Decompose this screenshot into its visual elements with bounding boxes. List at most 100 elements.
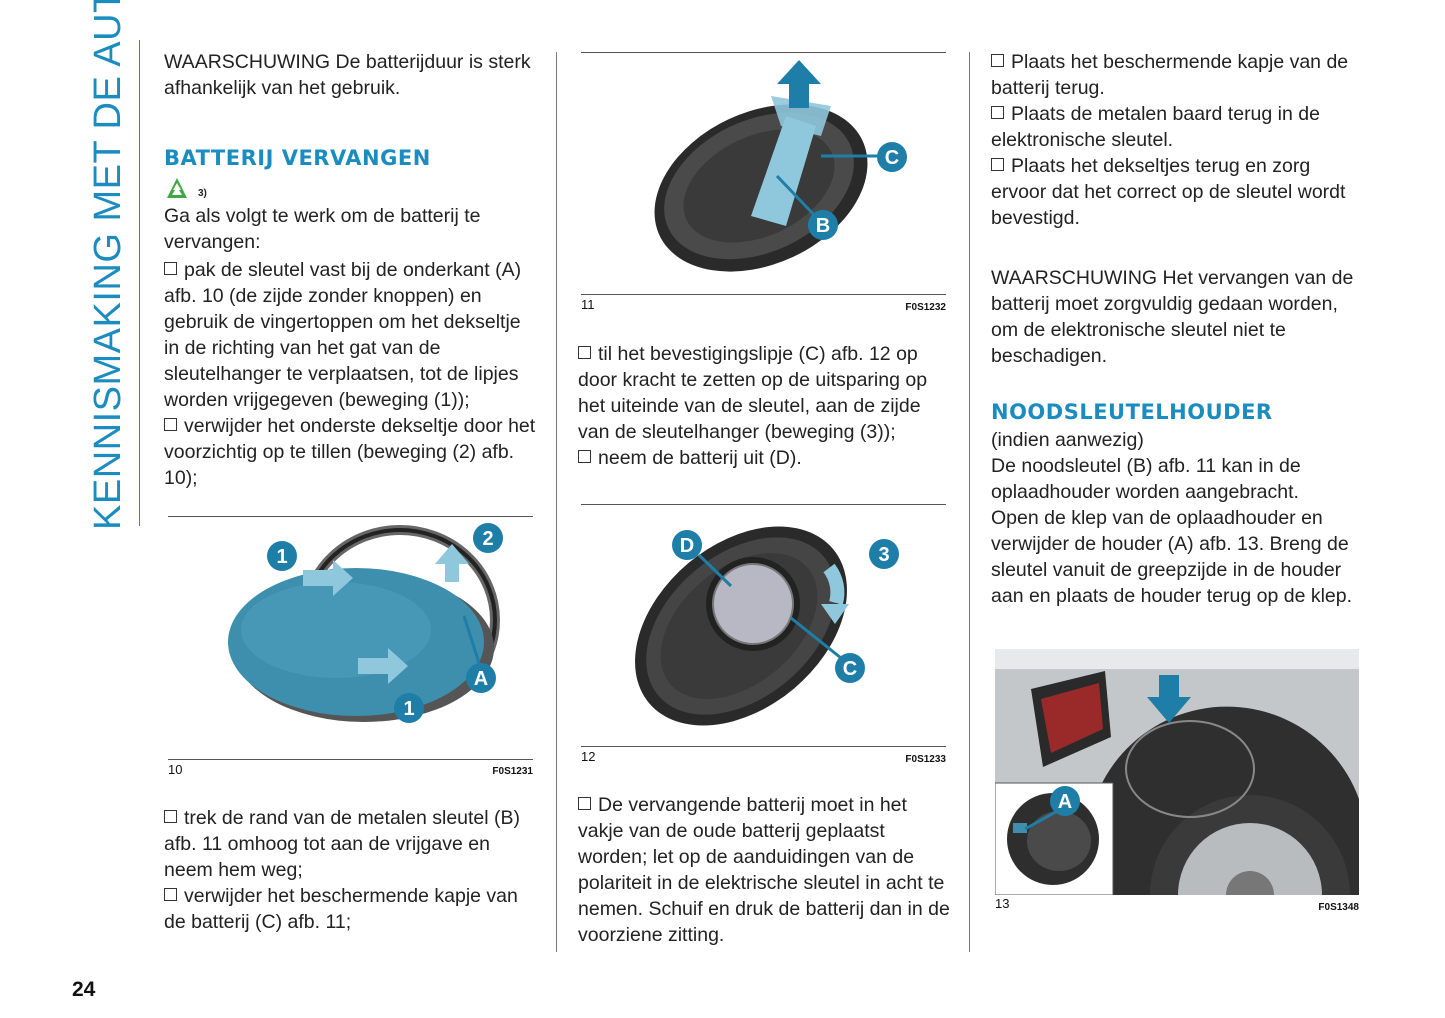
- step-text: verwijder het onderste dekseltje door he…: [164, 415, 536, 489]
- svg-text:A: A: [1058, 791, 1072, 813]
- key-battery-illustration: D 3 C: [635, 526, 899, 726]
- section-heading: BATTERIJ VERVANGEN: [164, 146, 431, 170]
- checkbox-bullet-icon: [991, 106, 1004, 119]
- arrow-up-icon: [777, 60, 821, 108]
- checkbox-bullet-icon: [578, 346, 591, 359]
- checkbox-bullet-icon: [164, 888, 177, 901]
- callout-2: 2: [473, 523, 503, 553]
- figure-number: 13: [995, 896, 1010, 911]
- checkbox-bullet-icon: [164, 418, 177, 431]
- callout-b: B: [808, 210, 838, 240]
- figure-code: F0S1348: [1318, 902, 1359, 913]
- callout-1-lower: 1: [394, 693, 424, 723]
- checkbox-bullet-icon: [164, 262, 177, 275]
- figure-code: F0S1232: [905, 302, 946, 313]
- arrow-right-icon: [303, 560, 353, 596]
- step-item: Plaats het dekseltjes terug en zorg ervo…: [991, 153, 1361, 231]
- note-ref-number: 3): [198, 188, 207, 199]
- figure-top-rule: [581, 504, 946, 505]
- warning-text: WAARSCHUWING Het vervangen van de batter…: [991, 267, 1354, 367]
- section-title-text: KENNISMAKING MET DE AUTO: [87, 0, 129, 530]
- figure-code: F0S1233: [905, 754, 946, 765]
- paragraph: Open de klep van de oplaadhouder en verw…: [991, 507, 1353, 607]
- svg-text:C: C: [885, 147, 899, 169]
- key-blade-illustration: C B: [654, 60, 907, 272]
- callout-a: A: [466, 663, 496, 693]
- figure-number: 11: [581, 297, 595, 312]
- figure-11: C B 11 F0S1232: [581, 52, 946, 318]
- section-rule: [139, 40, 140, 526]
- callout-1: 1: [267, 541, 297, 571]
- svg-text:C: C: [843, 658, 857, 680]
- callout-d: D: [672, 530, 702, 560]
- rotate-arrow-icon: [823, 563, 845, 605]
- svg-text:B: B: [816, 215, 830, 237]
- checkbox-bullet-icon: [164, 810, 177, 823]
- figure-bottom-rule: [581, 746, 946, 747]
- column-3: Plaats het beschermende kapje van de bat…: [991, 49, 1361, 609]
- heading-note: (indien aanwezig): [991, 429, 1144, 451]
- figure-top-rule: [168, 516, 533, 517]
- page-number: 24: [72, 978, 96, 1001]
- step-item: til het bevestigingslipje (C) afb. 12 op…: [578, 341, 953, 445]
- note-reference: 3): [164, 171, 539, 203]
- figure-bottom-rule: [581, 294, 946, 295]
- section-title: KENNISMAKING MET DE AUTO: [82, 0, 134, 530]
- step-item: De vervangende batterij moet in het vakj…: [578, 792, 953, 948]
- step-item: Plaats het beschermende kapje van de bat…: [991, 49, 1361, 101]
- step-item: verwijder het onderste dekseltje door he…: [164, 413, 539, 491]
- checkbox-bullet-icon: [991, 54, 1004, 67]
- callout-a: A: [1050, 786, 1080, 816]
- svg-text:2: 2: [482, 528, 493, 550]
- callout-c: C: [835, 653, 865, 683]
- step-item: pak de sleutel vast bij de onderkant (A)…: [164, 257, 539, 413]
- svg-text:1: 1: [403, 698, 414, 720]
- step-text: Plaats het beschermende kapje van de bat…: [991, 51, 1349, 99]
- figure-bottom-rule: [168, 759, 533, 760]
- checkbox-bullet-icon: [578, 450, 591, 463]
- svg-text:1: 1: [276, 546, 287, 568]
- svg-text:A: A: [474, 668, 488, 690]
- callout-3: 3: [869, 539, 899, 569]
- figure-code: F0S1231: [492, 766, 533, 777]
- step-text: neem de batterij uit (D).: [598, 447, 802, 469]
- column-divider: [969, 52, 970, 952]
- arrow-right-icon: [358, 648, 408, 684]
- step-item: neem de batterij uit (D).: [578, 445, 953, 471]
- figure-12: D 3 C 12 F0S1233: [581, 504, 946, 770]
- figure-top-rule: [581, 52, 946, 53]
- figure-number: 12: [581, 749, 596, 764]
- figure-13: A 13 F0S1348: [995, 649, 1359, 915]
- column-2-continued: De vervangende batterij moet in het vakj…: [578, 792, 953, 948]
- arrow-up-icon: [435, 544, 469, 582]
- step-text: De vervangende batterij moet in het vakj…: [578, 794, 950, 946]
- key-cover-illustration: 1 2 A 1: [228, 523, 503, 723]
- step-text: pak de sleutel vast bij de onderkant (A)…: [164, 259, 522, 411]
- column-1: WAARSCHUWING De batterijduur is sterk af…: [164, 49, 539, 491]
- column-1-continued: trek de rand van de metalen sleutel (B) …: [164, 805, 539, 935]
- step-text: trek de rand van de metalen sleutel (B) …: [164, 807, 521, 881]
- svg-text:3: 3: [878, 544, 889, 566]
- arrow-down-icon: [1147, 675, 1191, 723]
- step-item: trek de rand van de metalen sleutel (B) …: [164, 805, 539, 883]
- step-item: Plaats de metalen baard terug in de elek…: [991, 101, 1361, 153]
- step-text: verwijder het beschermende kapje van de …: [164, 885, 518, 933]
- callout-c: C: [877, 142, 907, 172]
- intro-text: Ga als volgt te werk om de batterij te v…: [164, 205, 481, 253]
- column-divider: [556, 52, 557, 952]
- car-charging-door-photo: A: [995, 649, 1359, 895]
- svg-text:D: D: [680, 535, 694, 557]
- step-text: Plaats de metalen baard terug in de elek…: [991, 103, 1320, 151]
- checkbox-bullet-icon: [578, 797, 591, 810]
- step-item: verwijder het beschermende kapje van de …: [164, 883, 539, 935]
- step-text: Plaats het dekseltjes terug en zorg ervo…: [991, 155, 1346, 229]
- column-2: til het bevestigingslipje (C) afb. 12 op…: [578, 341, 953, 471]
- paragraph: De noodsleutel (B) afb. 11 kan in de opl…: [991, 455, 1301, 503]
- figure-10: 1 2 A 1 10 F0S1231: [168, 516, 533, 782]
- checkbox-bullet-icon: [991, 158, 1004, 171]
- env-tree-icon: [167, 178, 187, 198]
- step-text: til het bevestigingslipje (C) afb. 12 op…: [578, 343, 928, 443]
- section-heading: NOODSLEUTELHOUDER: [991, 400, 1273, 424]
- warning-text: WAARSCHUWING De batterijduur is sterk af…: [164, 51, 531, 99]
- figure-number: 10: [168, 762, 183, 777]
